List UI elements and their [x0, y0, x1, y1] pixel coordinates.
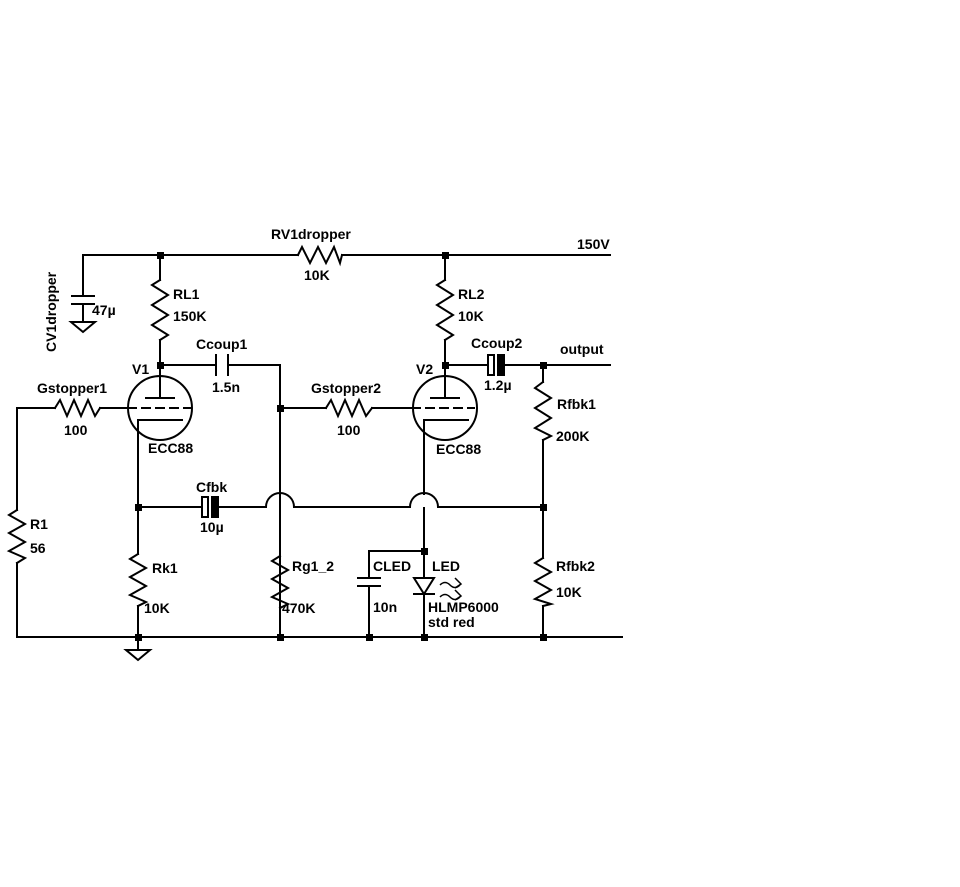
cv1dropper-ground-icon: [68, 321, 98, 334]
output-label: output: [560, 341, 604, 357]
rl1-resistor: [150, 278, 170, 342]
led-value2: std red: [428, 614, 475, 630]
ccoup1-name: Ccoup1: [196, 336, 248, 352]
v1-value: ECC88: [148, 440, 193, 456]
r1-value: 56: [30, 540, 46, 556]
cv1dropper-name: CV1dropper: [43, 271, 59, 352]
ccoup2-capacitor: [487, 354, 505, 376]
rg1-2-resistor: [269, 554, 291, 610]
rl2-name: RL2: [458, 286, 485, 302]
rk1-resistor: [127, 552, 149, 608]
rfbk1-name: Rfbk1: [557, 396, 596, 412]
gstopper2-name: Gstopper2: [311, 380, 381, 396]
cled-capacitor: [357, 577, 381, 587]
led-value: HLMP6000: [428, 599, 499, 615]
cfbk-name: Cfbk: [196, 479, 227, 495]
junction-dots: [135, 252, 547, 641]
cled-name: CLED: [373, 558, 411, 574]
ccoup2-name: Ccoup2: [471, 335, 523, 351]
rv1dropper-name: RV1dropper: [271, 226, 351, 242]
rv1dropper-resistor: [296, 244, 344, 267]
rv1dropper-value: 10K: [304, 267, 330, 283]
rl1-name: RL1: [173, 286, 200, 302]
gstopper1-name: Gstopper1: [37, 380, 107, 396]
main-ground-icon: [123, 649, 153, 662]
cfbk-value: 10µ: [200, 519, 224, 535]
rg1-2-name: Rg1_2: [292, 558, 334, 574]
v1-name: V1: [132, 361, 149, 377]
cv1dropper-capacitor: [71, 295, 95, 305]
rk1-value: 10K: [144, 600, 170, 616]
cfbk-capacitor: [201, 496, 219, 518]
rl2-resistor: [435, 278, 455, 342]
gstopper1-resistor: [53, 397, 102, 419]
gstopper1-value: 100: [64, 422, 88, 438]
supply-label: 150V: [577, 236, 610, 252]
cv1dropper-value: 47µ: [92, 302, 116, 318]
v2-value: ECC88: [436, 441, 481, 457]
cled-value: 10n: [373, 599, 397, 615]
gstopper2-value: 100: [337, 422, 361, 438]
rfbk2-name: Rfbk2: [556, 558, 595, 574]
rk1-name: Rk1: [152, 560, 178, 576]
ccoup1-capacitor: [215, 354, 229, 376]
led-diode: [412, 577, 463, 601]
rfbk1-value: 200K: [556, 428, 589, 444]
r1-resistor: [6, 508, 28, 565]
rfbk2-resistor: [532, 556, 555, 608]
v1-tube: [127, 375, 193, 441]
ccoup1-value: 1.5n: [212, 379, 240, 395]
led-name: LED: [432, 558, 460, 574]
gstopper2-resistor: [324, 397, 374, 419]
wires: [16, 254, 623, 651]
v2-tube: [411, 375, 478, 441]
rg1-2-value: 470K: [282, 600, 315, 616]
ccoup2-value: 1.2µ: [484, 377, 512, 393]
rl1-value: 150K: [173, 308, 206, 324]
rfbk1-resistor: [532, 380, 554, 442]
rl2-value: 10K: [458, 308, 484, 324]
r1-name: R1: [30, 516, 48, 532]
rfbk2-value: 10K: [556, 584, 582, 600]
v2-name: V2: [416, 361, 433, 377]
